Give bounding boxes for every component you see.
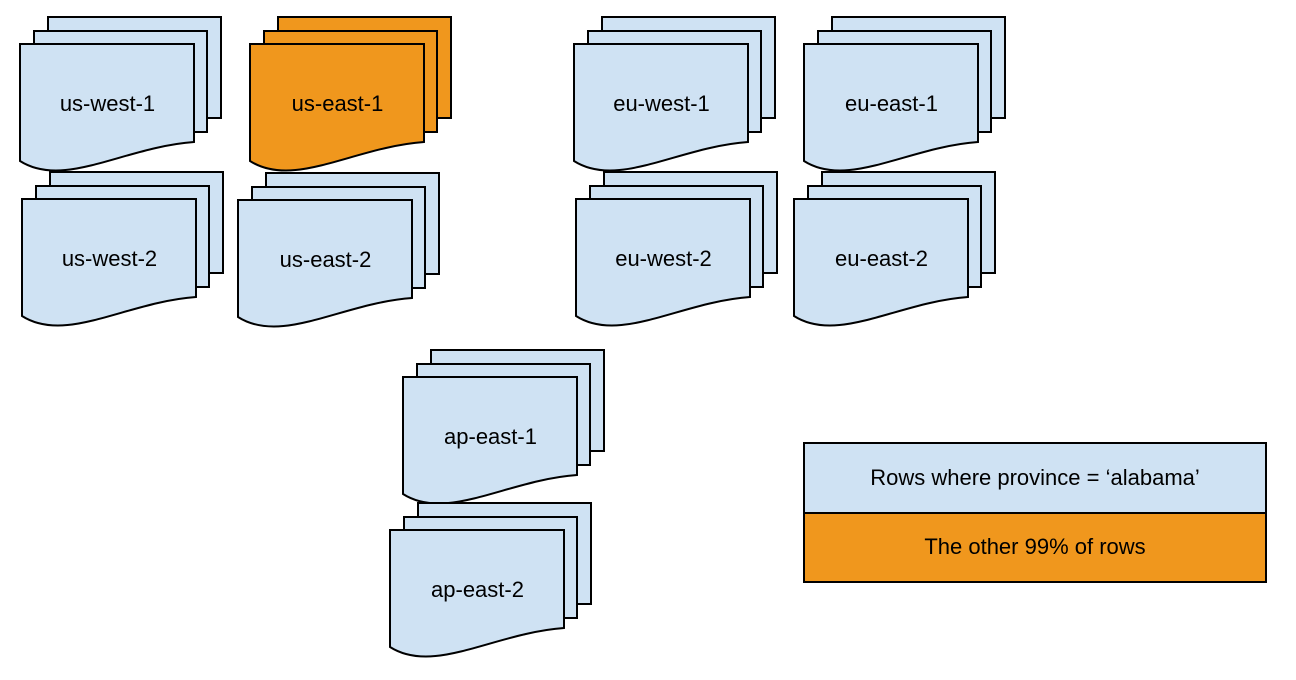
document-shape: [389, 529, 565, 658]
legend: Rows where province = ‘alabama’ The othe…: [803, 442, 1267, 583]
region-stack-eu-east-1: eu-east-1: [803, 16, 1007, 176]
region-stack-us-east-1: us-east-1: [249, 16, 453, 176]
document-shape: [19, 43, 195, 172]
legend-item-province-rows: Rows where province = ‘alabama’: [805, 444, 1265, 514]
document-shape: [237, 199, 413, 328]
document-shape: [21, 198, 197, 327]
region-stack-eu-west-2: eu-west-2: [575, 171, 779, 331]
document-shape: [573, 43, 749, 172]
region-stack-us-east-2: us-east-2: [237, 172, 441, 332]
region-stack-eu-east-2: eu-east-2: [793, 171, 997, 331]
document-shape: [575, 198, 751, 327]
document-shape: [793, 198, 969, 327]
legend-item-other-rows: The other 99% of rows: [805, 513, 1265, 581]
region-stack-ap-east-2: ap-east-2: [389, 502, 593, 662]
region-stack-eu-west-1: eu-west-1: [573, 16, 777, 176]
document-shape: [402, 376, 578, 505]
document-shape: [249, 43, 425, 172]
region-stack-us-west-1: us-west-1: [19, 16, 223, 176]
region-stack-ap-east-1: ap-east-1: [402, 349, 606, 509]
document-shape: [803, 43, 979, 172]
region-stack-us-west-2: us-west-2: [21, 171, 225, 331]
